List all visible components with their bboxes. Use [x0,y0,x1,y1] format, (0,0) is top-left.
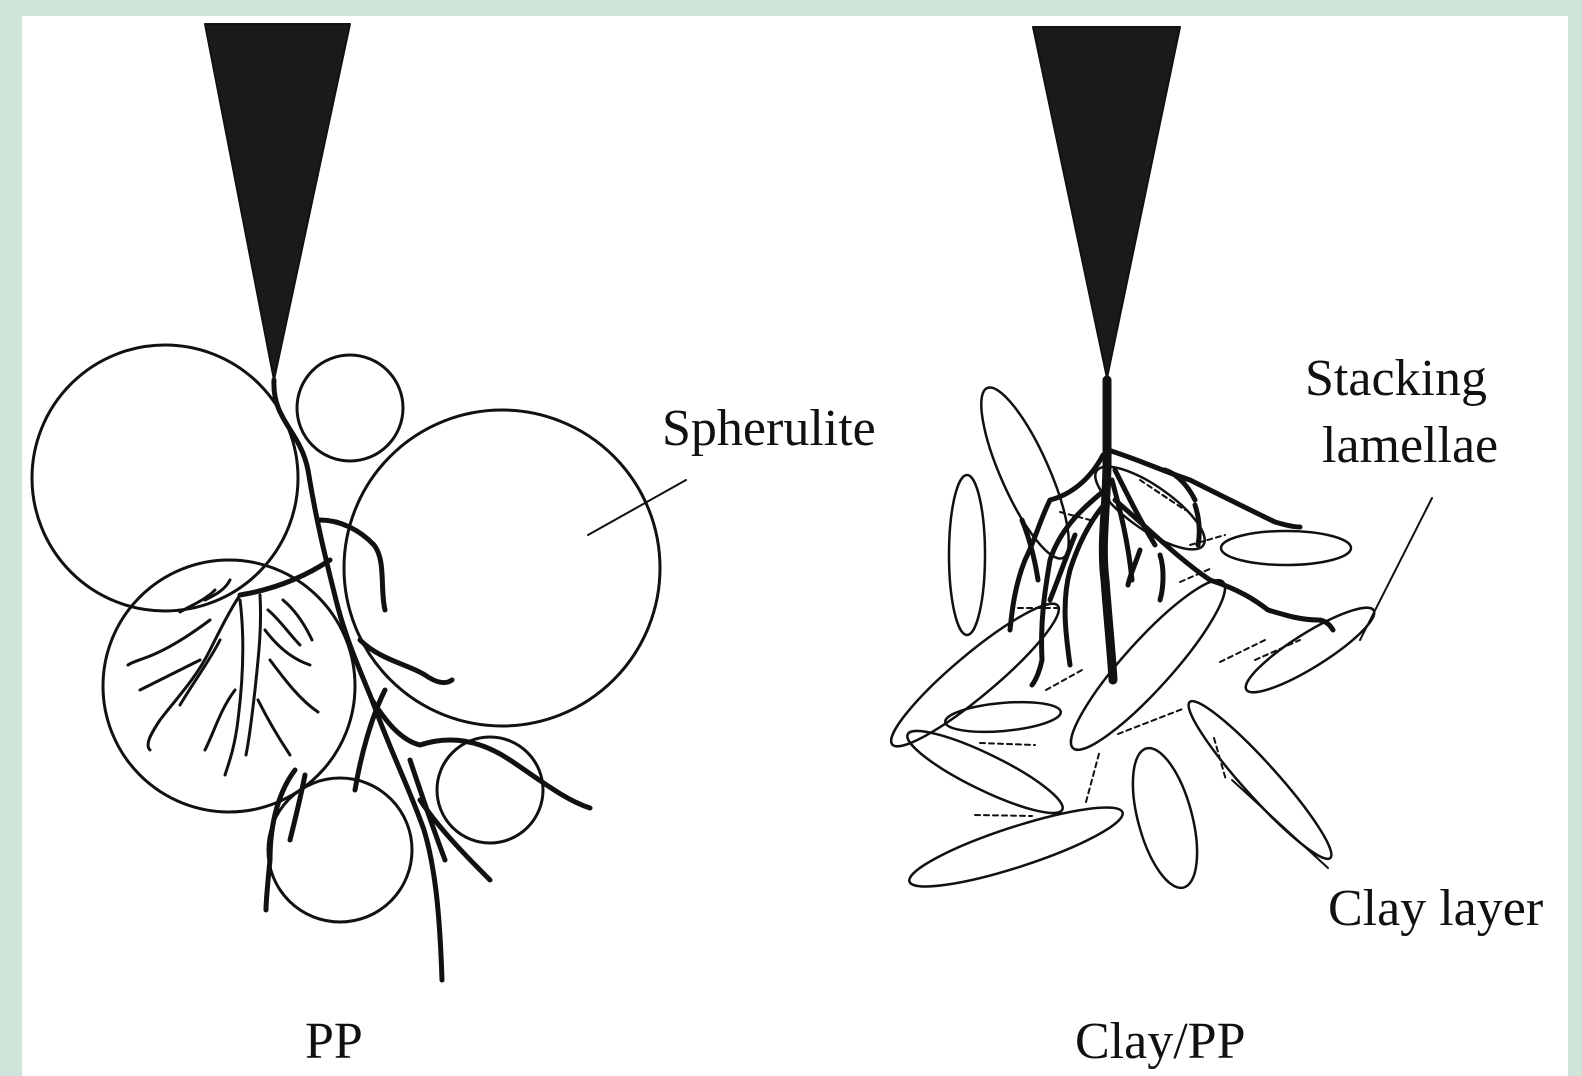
spherulite-small-top [297,355,403,461]
spherulite-label: Spherulite [662,400,876,457]
left-notch-tip [205,24,350,380]
clay-layer [903,793,1128,900]
clay-layer [1177,691,1343,870]
clay-layer [1055,566,1241,765]
spherulite-bottom-small [268,778,412,922]
stacking-lamellae-pointer-line [1360,498,1432,640]
spherulite-large-right [344,410,660,726]
pp-diagram [32,24,686,980]
clay-layer [900,718,1070,826]
clay-pp-crack-paths [1010,380,1333,685]
clay-layer [944,698,1062,736]
clay-layer-label: Clay layer [1328,880,1543,937]
right-notch-tip [1033,27,1180,378]
clay-layer [965,378,1085,567]
spherulite-bottom-right [437,737,543,843]
clay-layer-pointer-line [1232,780,1328,868]
spherulite-large-left [32,345,298,611]
clay-layer [949,475,985,635]
spherulite-with-lamellae [103,560,355,812]
pp-caption: PP [305,1013,363,1070]
stacking-lamellae-label-line1: Stacking [1305,350,1487,407]
clay-layer [1120,741,1209,894]
clay-pp-caption: Clay/PP [1075,1013,1246,1070]
clay-layer [1237,596,1382,704]
pp-crack-paths [240,380,590,980]
stacking-lamellae-label-line2: lamellae [1322,417,1498,474]
clay-layer [1221,531,1351,565]
